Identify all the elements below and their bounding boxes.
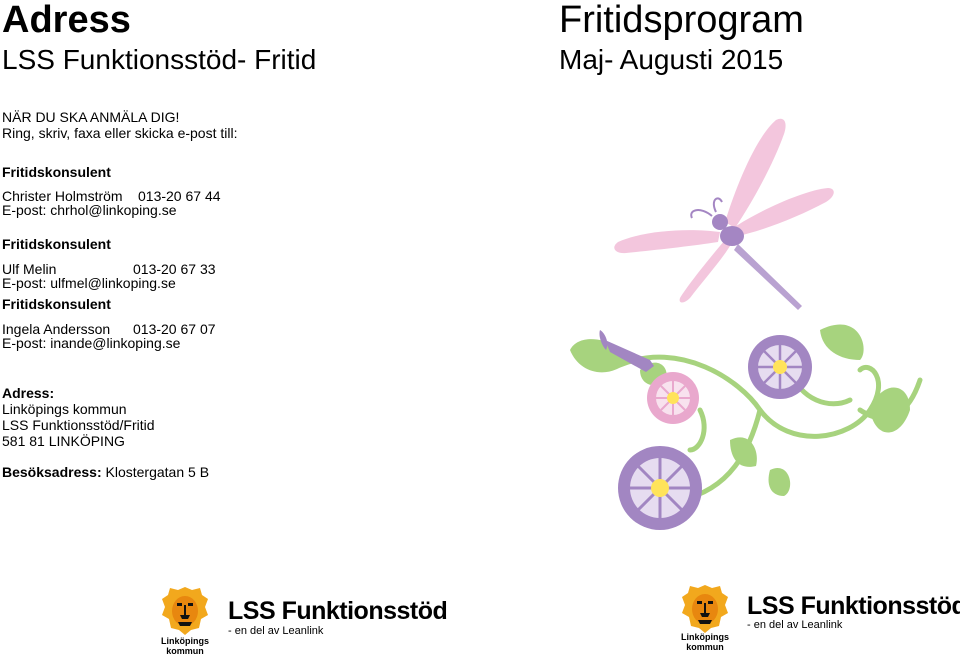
contact-phone: 013-20 67 44: [138, 188, 221, 204]
kommun-label: Linköpings kommun: [675, 632, 735, 652]
brand-name: LSS Funktionsstöd: [747, 592, 960, 620]
flower-icon: [618, 446, 702, 530]
lion-icon: [162, 587, 208, 635]
flower-icon: [748, 335, 812, 399]
lion-logo: [680, 583, 730, 635]
contact-role: Fritidskonsulent: [2, 164, 111, 180]
kommun-line: kommun: [686, 642, 724, 652]
flower-icon: [605, 340, 654, 372]
flower-icon: [647, 372, 699, 424]
kommun-line: kommun: [166, 646, 204, 656]
contact-name: Christer Holmström: [2, 188, 123, 204]
lion-logo: [160, 585, 210, 637]
contact-phone: 013-20 67 07: [133, 321, 216, 337]
contact-role: Fritidskonsulent: [2, 236, 111, 252]
page-subtitle-right: Maj- Augusti 2015: [559, 44, 784, 75]
address-label: Adress:: [2, 385, 55, 401]
brand-tagline: - en del av Leanlink: [228, 625, 324, 637]
visit-address-value: Klostergatan 5 B: [105, 464, 210, 480]
dragonfly-flowers-illustration: [570, 118, 923, 530]
contact-email: E-post: ulfmel@linkoping.se: [2, 275, 176, 291]
contact-email: E-post: chrhol@linkoping.se: [2, 202, 177, 218]
address-line: 581 81 LINKÖPING: [2, 433, 125, 449]
signup-text: Ring, skriv, faxa eller skicka e-post ti…: [2, 125, 238, 141]
contact-phone: 013-20 67 33: [133, 261, 216, 277]
address-line: Linköpings kommun: [2, 401, 127, 417]
visit-address: Besöksadress: Klostergatan 5 B: [2, 464, 209, 480]
visit-address-label: Besöksadress:: [2, 464, 102, 480]
kommun-line: Linköpings: [681, 632, 729, 642]
signup-heading: NÄR DU SKA ANMÄLA DIG!: [2, 109, 180, 125]
brand-name: LSS Funktionsstöd: [228, 597, 448, 625]
page-title-left: Adress: [2, 0, 131, 41]
page-title-right: Fritidsprogram: [559, 0, 804, 41]
contact-name: Ingela Andersson: [2, 321, 111, 337]
contact-role: Fritidskonsulent: [2, 296, 111, 312]
kommun-line: Linköpings: [161, 636, 209, 646]
address-line: LSS Funktionsstöd/Fritid: [2, 417, 155, 433]
dragonfly-icon: [614, 118, 834, 310]
lion-icon: [682, 585, 728, 633]
brand-tagline: - en del av Leanlink: [747, 619, 843, 631]
contact-name: Ulf Melin: [2, 261, 57, 277]
contact-email: E-post: inande@linkoping.se: [2, 335, 181, 351]
page-subtitle-left: LSS Funktionsstöd- Fritid: [2, 44, 317, 75]
kommun-label: Linköpings kommun: [155, 636, 215, 656]
